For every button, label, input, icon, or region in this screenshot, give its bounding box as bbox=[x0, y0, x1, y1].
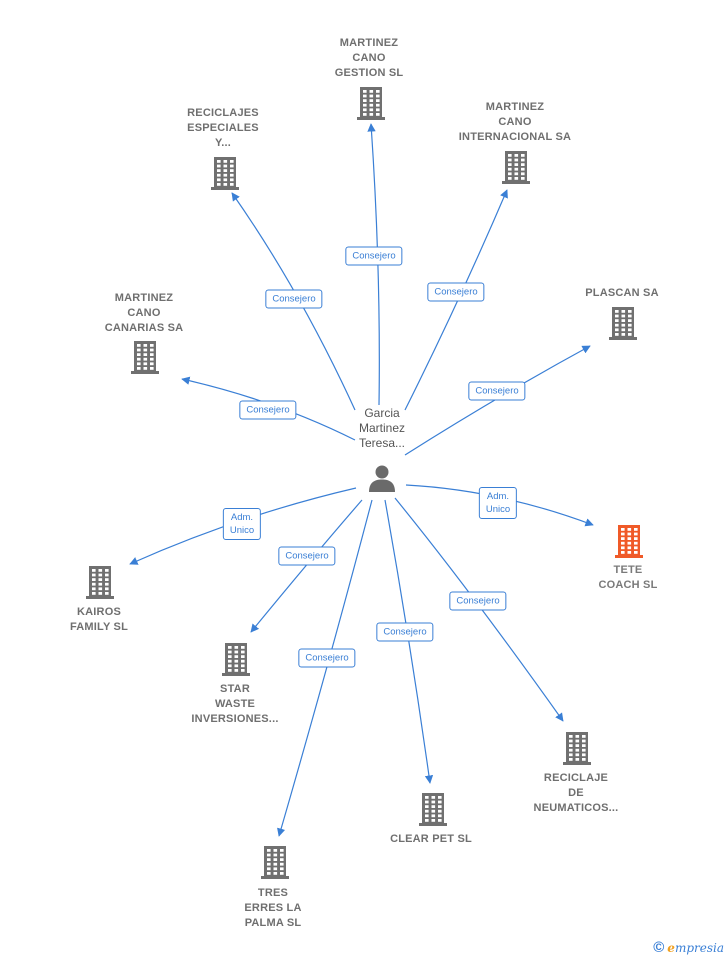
building-icon-canarias[interactable] bbox=[128, 339, 162, 380]
building-icon-star[interactable] bbox=[219, 641, 253, 682]
edge-label-plascan[interactable]: Consejero bbox=[468, 381, 526, 401]
copyright-icon: © bbox=[653, 939, 665, 956]
company-label-kairos[interactable]: KAIROS FAMILY SL bbox=[69, 606, 129, 633]
edge-gestion bbox=[367, 123, 380, 406]
company-label-treserres[interactable]: TRES ERRES LA PALMA SL bbox=[244, 887, 302, 929]
edge-label-clearpet[interactable]: Consejero bbox=[376, 622, 434, 642]
edge-label-gestion[interactable]: Consejero bbox=[345, 246, 403, 266]
building-icon-gestion[interactable] bbox=[354, 85, 388, 126]
company-label-star[interactable]: STAR WASTE INVERSIONES... bbox=[191, 683, 279, 725]
edge-label-kairos[interactable]: Adm. Unico bbox=[222, 508, 262, 540]
company-label-canarias[interactable]: MARTINEZ CANO CANARIAS SA bbox=[104, 292, 184, 334]
company-label-gestion[interactable]: MARTINEZ CANO GESTION SL bbox=[334, 37, 404, 79]
building-icon-plascan[interactable] bbox=[606, 305, 640, 346]
edge-label-reciclajes[interactable]: Consejero bbox=[265, 289, 323, 309]
company-label-reciclajes[interactable]: RECICLAJES ESPECIALES Y... bbox=[187, 107, 259, 149]
building-icon-reciclajes[interactable] bbox=[208, 155, 242, 196]
edge-label-star[interactable]: Consejero bbox=[278, 546, 336, 566]
edge-star bbox=[250, 499, 363, 633]
building-icon-clearpet[interactable] bbox=[416, 791, 450, 832]
brand-logo: empresia bbox=[667, 940, 724, 955]
edge-label-treserres[interactable]: Consejero bbox=[298, 648, 356, 668]
edge-label-internacional[interactable]: Consejero bbox=[427, 282, 485, 302]
company-label-internacional[interactable]: MARTINEZ CANO INTERNACIONAL SA bbox=[458, 101, 572, 143]
building-icon-internacional[interactable] bbox=[499, 149, 533, 190]
edge-clearpet bbox=[384, 499, 434, 784]
footer-brand: © empresia bbox=[653, 939, 724, 956]
building-icon-kairos[interactable] bbox=[83, 564, 117, 605]
edge-label-neumaticos[interactable]: Consejero bbox=[449, 591, 507, 611]
edge-label-tete[interactable]: Adm. Unico bbox=[478, 487, 518, 519]
building-icon-treserres[interactable] bbox=[258, 844, 292, 885]
company-label-plascan[interactable]: PLASCAN SA bbox=[585, 287, 659, 299]
person-icon[interactable] bbox=[367, 463, 397, 498]
center-person-name[interactable]: Garcia Martinez Teresa... bbox=[358, 406, 406, 450]
company-label-tete[interactable]: TETE COACH SL bbox=[598, 564, 658, 591]
building-icon-tete[interactable] bbox=[612, 523, 646, 564]
company-label-neumaticos[interactable]: RECICLAJE DE NEUMATICOS... bbox=[533, 772, 619, 814]
company-label-clearpet[interactable]: CLEAR PET SL bbox=[390, 833, 472, 845]
edge-label-canarias[interactable]: Consejero bbox=[239, 400, 297, 420]
building-icon-neumaticos[interactable] bbox=[560, 730, 594, 771]
